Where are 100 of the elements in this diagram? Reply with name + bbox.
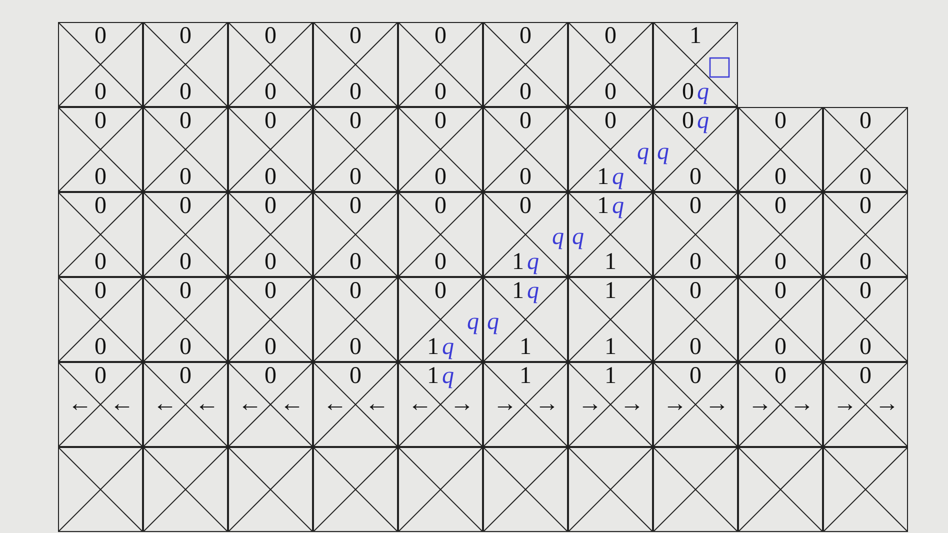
digit-label: 1 <box>604 279 616 303</box>
tile <box>653 362 738 447</box>
tile <box>823 192 908 277</box>
tile <box>568 362 653 447</box>
digit-label: 0 <box>94 109 106 133</box>
tile <box>398 447 483 532</box>
tile <box>313 447 398 532</box>
tile <box>823 447 908 532</box>
digit-label: 0 <box>180 165 192 189</box>
tile <box>483 22 568 107</box>
tile <box>228 192 313 277</box>
tile <box>653 447 738 532</box>
tile <box>58 362 143 447</box>
tile <box>568 192 653 277</box>
digit-label: 0 <box>520 24 532 48</box>
arrow-symbol: ← <box>110 391 134 417</box>
digit-label: 0 <box>94 335 106 359</box>
digit-label: 0 <box>690 250 702 274</box>
digit-label: 1 <box>597 194 609 218</box>
digit-label: 0 <box>434 194 446 218</box>
tile <box>228 447 313 532</box>
digit-label: 0 <box>434 24 446 48</box>
digit-label: 0 <box>350 24 362 48</box>
tile <box>823 107 908 192</box>
digit-label: 0 <box>860 364 872 388</box>
state-label: q <box>527 279 539 303</box>
tile <box>58 277 143 362</box>
digit-label: 0 <box>774 364 786 388</box>
tile <box>143 447 228 532</box>
digit-label: 0 <box>690 194 702 218</box>
digit-label: 1 <box>520 364 532 388</box>
arrow-symbol: ← <box>408 391 432 417</box>
arrow-symbol: → <box>450 391 474 417</box>
digit-label: 0 <box>774 279 786 303</box>
digit-label: 0 <box>860 279 872 303</box>
digit-label: 0 <box>774 194 786 218</box>
digit-label: 0 <box>180 24 192 48</box>
digit-label: 1 <box>604 250 616 274</box>
tile <box>738 362 823 447</box>
digit-label: 0 <box>860 250 872 274</box>
digit-label: 0 <box>350 165 362 189</box>
digit-label: 0 <box>690 364 702 388</box>
tile <box>738 447 823 532</box>
arrow-symbol: ← <box>153 391 177 417</box>
state-label: q <box>612 165 624 189</box>
digit-label: 0 <box>604 80 616 104</box>
digit-label: 1 <box>427 364 439 388</box>
digit-label: 0 <box>520 194 532 218</box>
tile <box>483 192 568 277</box>
state-label: q <box>657 139 669 165</box>
digit-label: 0 <box>350 364 362 388</box>
state-label: q <box>697 80 709 104</box>
digit-label: 0 <box>860 194 872 218</box>
arrow-symbol: → <box>535 391 559 417</box>
arrow-symbol: → <box>833 391 857 417</box>
digit-label: 0 <box>264 109 276 133</box>
digit-label: 0 <box>264 80 276 104</box>
tile <box>313 192 398 277</box>
state-label: q <box>467 309 479 335</box>
digit-label: 1 <box>597 165 609 189</box>
digit-label: 0 <box>180 279 192 303</box>
state-label: q <box>612 194 624 218</box>
digit-label: 0 <box>434 279 446 303</box>
tile <box>823 277 908 362</box>
tile <box>398 107 483 192</box>
digit-label: 0 <box>860 109 872 133</box>
digit-label: 0 <box>350 335 362 359</box>
digit-label: 0 <box>690 279 702 303</box>
arrow-symbol: → <box>790 391 814 417</box>
digit-label: 0 <box>860 335 872 359</box>
tile <box>228 22 313 107</box>
digit-label: 1 <box>604 335 616 359</box>
digit-label: 0 <box>682 80 694 104</box>
state-label: q <box>442 364 454 388</box>
digit-label: 0 <box>774 250 786 274</box>
tile <box>143 22 228 107</box>
arrow-symbol: → <box>663 391 687 417</box>
tile <box>398 22 483 107</box>
tile <box>228 277 313 362</box>
tile <box>483 277 568 362</box>
tile <box>313 22 398 107</box>
digit-label: 0 <box>180 109 192 133</box>
digit-label: 1 <box>690 24 702 48</box>
digit-label: 0 <box>94 80 106 104</box>
tile <box>58 447 143 532</box>
state-label: q <box>442 335 454 359</box>
digit-label: 0 <box>774 165 786 189</box>
tile <box>58 192 143 277</box>
arrow-symbol: ← <box>323 391 347 417</box>
digit-label: 0 <box>94 24 106 48</box>
tile <box>58 22 143 107</box>
tile <box>653 107 738 192</box>
state-label: q <box>637 139 649 165</box>
tile <box>738 107 823 192</box>
tile <box>143 277 228 362</box>
digit-label: 0 <box>264 279 276 303</box>
digit-label: 0 <box>774 335 786 359</box>
digit-label: 0 <box>180 194 192 218</box>
digit-label: 0 <box>434 250 446 274</box>
arrow-symbol: → <box>493 391 517 417</box>
